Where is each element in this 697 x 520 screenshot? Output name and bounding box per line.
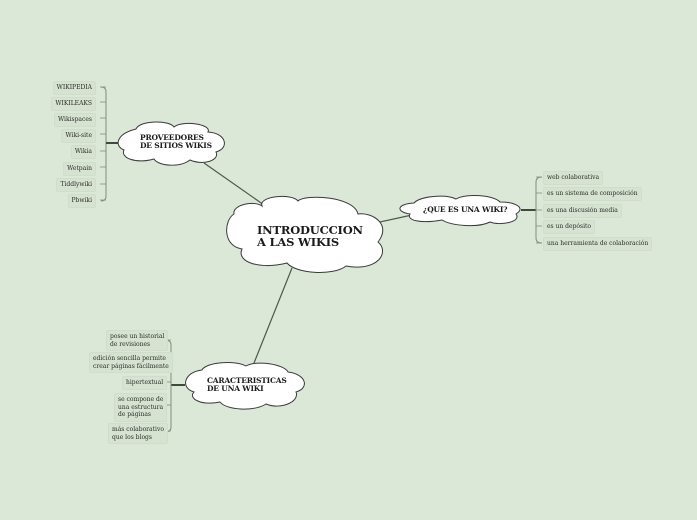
providers-cloud[interactable]	[117, 121, 225, 166]
connector-characteristics	[253, 267, 293, 364]
characteristics-topic-label: CARACTERISTICAS DE UNA WIKI	[207, 376, 287, 393]
bracket-what-is	[521, 176, 543, 244]
characteristics-cloud[interactable]	[185, 362, 305, 410]
connector-what-is	[379, 214, 413, 223]
providers-topic-label: PROVEEDORES DE SITIOS WIKIS	[140, 133, 212, 150]
providers-item-wikileaks[interactable]: WIKILEAKS	[51, 97, 96, 111]
providers-item-wikipedia[interactable]: WIKIPEDIA	[52, 81, 96, 95]
what-is-item-discusion-media[interactable]: es una discusión media	[543, 204, 622, 218]
what-is-topic-label: ¿QUE ES UNA WIKI?	[423, 205, 508, 214]
characteristics-item-historial[interactable]: posee un historial de revisiones	[106, 330, 169, 351]
what-is-item-web-colaborativa[interactable]: web colaborativa	[543, 171, 604, 185]
providers-item-wiki-site[interactable]: Wiki-site	[61, 129, 96, 143]
what-is-item-sistema-composicion[interactable]: es un sistema de composición	[543, 187, 642, 201]
connector-providers	[203, 162, 265, 206]
providers-item-tiddlywiki[interactable]: Tiddlywiki	[56, 178, 96, 192]
providers-item-wetpain[interactable]: Wetpain	[63, 162, 96, 176]
characteristics-item-hipertextual[interactable]: hipertextual	[122, 376, 168, 390]
characteristics-item-mas-colaborativo[interactable]: más colaborativo que los blogs	[108, 423, 168, 444]
characteristics-item-edicion-sencilla[interactable]: edición sencilla permite crear páginas f…	[89, 352, 173, 373]
what-is-item-herramienta-colaboracion[interactable]: una herramienta de colaboración	[543, 237, 653, 251]
central-topic-label: INTRODUCCION A LAS WIKIS	[257, 223, 363, 250]
bracket-providers	[100, 86, 120, 202]
providers-item-wikispaces[interactable]: Wikispaces	[53, 113, 96, 127]
connectors	[203, 162, 413, 364]
providers-item-wikia[interactable]: Wikia	[70, 145, 96, 159]
providers-item-pbwiki[interactable]: Pbwiki	[67, 194, 96, 208]
what-is-item-deposito[interactable]: es un depósito	[543, 220, 596, 234]
central-cloud[interactable]	[226, 195, 384, 273]
what-is-cloud[interactable]	[399, 194, 521, 227]
characteristics-item-estructura-paginas[interactable]: se compone de una estructura de páginas	[114, 393, 168, 422]
